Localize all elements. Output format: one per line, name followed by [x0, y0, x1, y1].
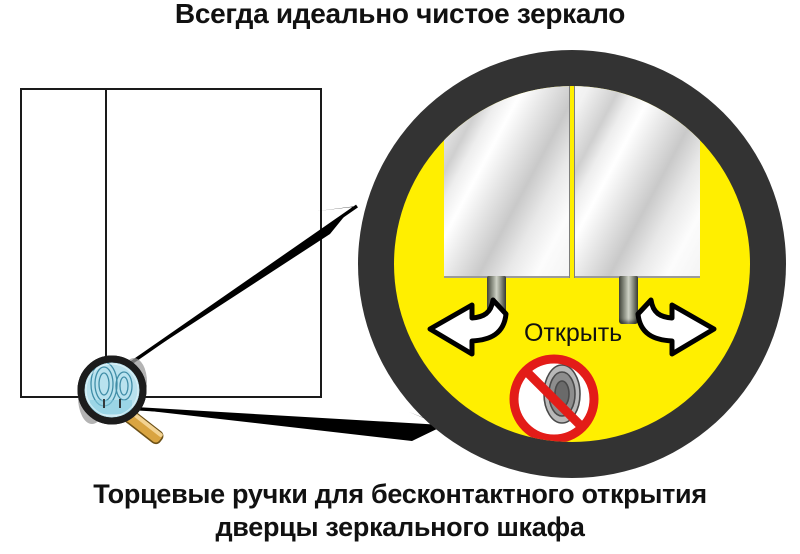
bottom-caption-line-1: Торцевые ручки для бесконтактного открыт… — [93, 479, 707, 509]
mirror-door-left — [444, 86, 570, 278]
magnifier-icon — [77, 355, 164, 445]
no-fingerprint-icon — [509, 354, 599, 442]
callout-yellow-disc: Открыть — [394, 86, 750, 442]
page-title: Всегда идеально чистое зеркало — [174, 0, 626, 29]
curved-arrow-left-icon — [427, 297, 509, 357]
direction-arrows — [427, 297, 717, 357]
curved-arrow-right-icon — [635, 297, 717, 357]
bottom-caption: Торцевые ручки для бесконтактного открыт… — [0, 478, 800, 544]
mirror-doors — [444, 86, 700, 278]
bottom-caption-line-2: дверцы зеркального шкафа — [215, 512, 585, 542]
open-label: Открыть — [524, 319, 623, 347]
magnified-callout: Открыть — [358, 50, 786, 478]
cabinet-door-divider — [105, 90, 107, 396]
door-handle-right — [619, 276, 638, 324]
